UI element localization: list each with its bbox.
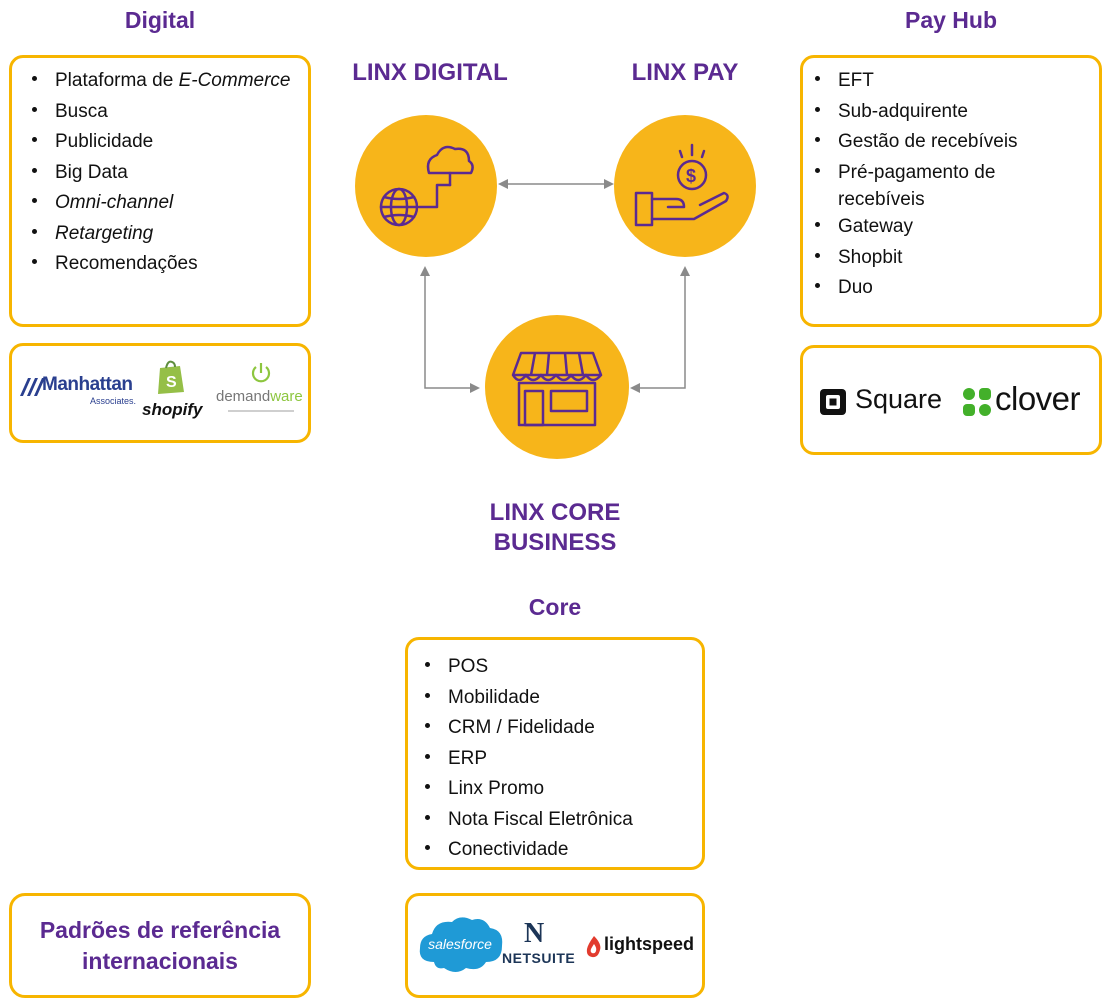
- manhattan-mark-icon: [20, 378, 45, 396]
- netsuite-logo: N NETSUITE: [502, 918, 576, 966]
- list-item: ERP: [421, 744, 702, 775]
- digital-box: Plataforma de E-Commerce Busca Publicida…: [9, 55, 311, 327]
- linx-pay-circle: $: [614, 115, 756, 257]
- list-item: Gateway: [811, 212, 1099, 243]
- list-item: Omni-channel: [28, 188, 308, 219]
- list-item: Linx Promo: [421, 774, 702, 805]
- salesforce-cloud-icon: [419, 917, 503, 972]
- list-item: Duo: [811, 273, 1099, 304]
- linx-core-label: LINX CORE BUSINESS: [489, 499, 621, 556]
- arrow-pay-core: [630, 266, 690, 393]
- list-item: CRM / Fidelidade: [421, 713, 702, 744]
- list-item: Gestão de recebíveis: [811, 127, 1099, 158]
- list-item: Retargeting: [28, 219, 308, 250]
- svg-text:$: $: [686, 166, 696, 186]
- arrow-digital-core: [420, 266, 480, 393]
- reference-box: [9, 893, 311, 998]
- list-item: Nota Fiscal Eletrônica: [421, 805, 702, 836]
- digital-logos-box: Manhattan Associates. S shopify demandwa…: [9, 343, 311, 443]
- core-logos-box: salesforce N NETSUITE lightspeed: [405, 893, 705, 998]
- square-mark-icon: [820, 389, 846, 415]
- payhub-box: EFT Sub-adquirente Gestão de recebíveis …: [800, 55, 1102, 327]
- shopify-logo: S shopify: [142, 360, 202, 430]
- list-item: Publicidade: [28, 127, 308, 158]
- list-item: Shopbit: [811, 243, 1099, 274]
- list-item-continuation: recebíveis: [838, 189, 925, 210]
- list-item: EFT: [811, 66, 1099, 97]
- digital-list: Plataforma de E-Commerce Busca Publicida…: [28, 66, 308, 280]
- list-item: Pré-pagamento de: [811, 158, 1099, 189]
- list-item: Recomendações: [28, 249, 308, 280]
- cloud-globe-icon: [379, 145, 474, 227]
- payhub-title: Pay Hub: [904, 7, 998, 33]
- linx-digital-circle: [355, 115, 497, 257]
- demandware-logo: demandware: [216, 362, 308, 432]
- linx-pay-label: LINX PAY: [631, 59, 739, 86]
- digital-title: Digital: [124, 7, 196, 33]
- power-icon: [251, 363, 271, 383]
- core-list: POS Mobilidade CRM / Fidelidade ERP Linx…: [421, 652, 702, 866]
- linx-digital-label: LINX DIGITAL: [352, 59, 508, 86]
- core-box: POS Mobilidade CRM / Fidelidade ERP Linx…: [405, 637, 705, 870]
- tagline-mark: [228, 410, 294, 412]
- list-item: POS: [421, 652, 702, 683]
- salesforce-logo: salesforce: [416, 912, 504, 978]
- shopify-bag-icon: S: [158, 360, 184, 394]
- list-item: Busca: [28, 97, 308, 128]
- lightspeed-logo: lightspeed: [586, 934, 706, 964]
- list-item: Conectividade: [421, 835, 702, 866]
- linx-core-circle: [485, 315, 629, 459]
- hand-coin-icon: $: [634, 143, 729, 227]
- storefront-icon: [511, 351, 603, 427]
- svg-text:S: S: [166, 374, 177, 391]
- reference-text: Padrões de referência internacionais: [39, 916, 281, 974]
- list-item: Plataforma de E-Commerce: [28, 66, 308, 97]
- list-item: Sub-adquirente: [811, 97, 1099, 128]
- payhub-list: EFT Sub-adquirente Gestão de recebíveis …: [811, 66, 1099, 304]
- list-item: Mobilidade: [421, 683, 702, 714]
- core-title: Core: [528, 594, 582, 620]
- clover-leaf-icon: [963, 388, 991, 416]
- payhub-logos-box: Square clover: [800, 345, 1102, 455]
- list-item: Big Data: [28, 158, 308, 189]
- flame-icon: [586, 936, 601, 958]
